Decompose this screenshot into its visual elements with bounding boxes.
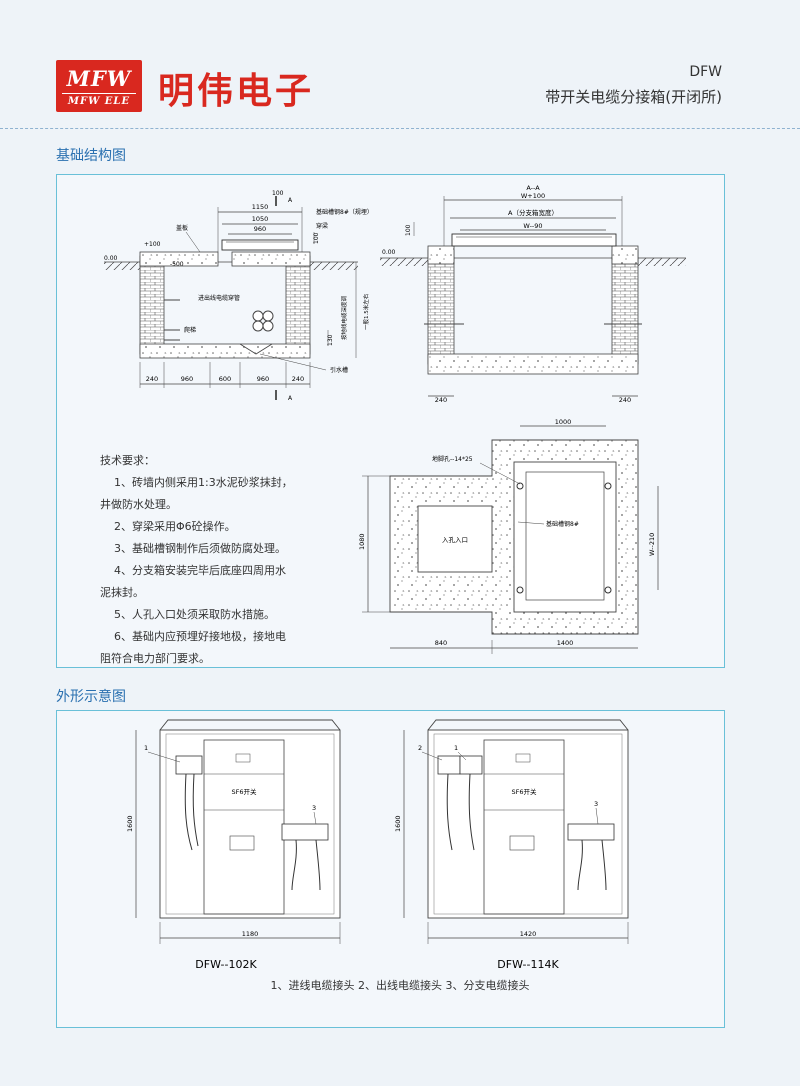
cabinet-legend: 1、进线电缆接头 2、出线电缆接头 3、分支电缆接头 — [270, 979, 530, 992]
page-header: MFW MFW ELE 明伟电子 DFW 带开关电缆分接箱(开闭所) — [0, 0, 800, 130]
label-section-a-top: A — [288, 197, 293, 204]
plan-view: 入孔入口 地脚孔--14*25 基础槽钢8# 1000 1080 W--210 … — [358, 418, 659, 654]
label-a-note: A（分支箱宽度） — [508, 208, 558, 217]
label-d130: 130 — [327, 334, 334, 346]
cabinet1-model: DFW--102K — [195, 958, 257, 971]
cabinet1-switch-label: SF6开关 — [231, 787, 257, 796]
req-line: 2、穿梁采用Φ6砼操作。 — [114, 520, 236, 533]
label-level0: 0.00 — [104, 255, 118, 262]
label-depth-note2: 一般1.5米左右 — [362, 293, 370, 330]
req-line: 阻符合电力部门要求。 — [100, 652, 210, 665]
req-line: 泥抹封。 — [100, 586, 144, 599]
cabinet1-callout-3: 3 — [312, 804, 316, 812]
model-code: DFW — [689, 64, 722, 80]
label-depth-note: 按地线电缆深度调 — [340, 295, 348, 340]
cabinet-dfw-114k: SF6开关 2 1 3 1600 1420 DFW--114K — [394, 719, 629, 971]
label-step: 爬梯 — [184, 326, 196, 334]
req-line: 1、砖墙内侧采用1:3水泥砂浆抹封， — [114, 476, 293, 489]
dim-bottom-4: 960 — [257, 375, 269, 383]
foundation-drawings: 1150 1050 960 100 A A 盖板 基础槽钢8#（规埋） 穿梁 0… — [104, 184, 686, 654]
section-title-outline: 外形示意图 — [56, 689, 126, 705]
cabinet2-height: 1600 — [394, 815, 402, 832]
label-d100-right: 100 — [313, 232, 320, 244]
req-line: 3、基础槽钢制作后须做防腐处理。 — [114, 542, 286, 555]
dim-top-1: 1150 — [252, 203, 269, 211]
label-hole-note: 地脚孔--14*25 — [432, 455, 473, 463]
product-name: 带开关电缆分接箱(开闭所) — [545, 88, 722, 106]
company-logo: MFW MFW ELE — [56, 60, 142, 112]
label-aa-title: A--A — [526, 184, 540, 192]
label-pipe-note: 进出线电缆穿管 — [198, 294, 240, 302]
section-view-a-a: A--A W+100 A（分支箱宽度） W--90 100 0.00 240 2… — [380, 184, 686, 404]
cabinet1-callout-1: 1 — [144, 744, 148, 752]
dim-bottom-5: 240 — [292, 375, 304, 383]
header-divider — [0, 128, 800, 129]
dim-aa-right: 240 — [619, 396, 631, 404]
section-view-left: 1150 1050 960 100 A A 盖板 基础槽钢8#（规埋） 穿梁 0… — [104, 190, 373, 402]
dim-top-3: 960 — [254, 225, 266, 233]
req-line: 6、基础内应预埋好接地极，接地电 — [114, 630, 286, 643]
label-plan-channel: 基础槽钢8# — [546, 520, 579, 528]
dim-plan-bottom-right: 1400 — [557, 639, 574, 647]
logo-sub-text: MFW ELE — [62, 93, 136, 107]
label-plus100: +100 — [144, 241, 161, 248]
dim-top-2: 1050 — [252, 215, 269, 223]
cabinet-drawings: SF6开关 1 3 1600 1180 DFW--102K SF6开关 — [126, 719, 629, 971]
label-wear: 穿梁 — [316, 222, 328, 230]
cabinet2-callout-1: 1 — [454, 744, 458, 752]
label-drain: 引水槽 — [330, 366, 348, 374]
cabinet1-width: 1180 — [242, 930, 259, 938]
cabinet2-model: DFW--114K — [497, 958, 559, 971]
dim-plan-top: 1000 — [555, 418, 572, 426]
dim-bottom-1: 240 — [146, 375, 158, 383]
dim-plan-left: 1080 — [358, 533, 366, 550]
cabinet1-height: 1600 — [126, 815, 134, 832]
req-line: 4、分支箱安装完毕后底座四周用水 — [114, 564, 286, 577]
company-name: 明伟电子 — [158, 71, 315, 112]
logo-main-text: MFW — [66, 66, 132, 91]
technical-requirements: 技术要求： 1、砖墙内侧采用1:3水泥砂浆抹封， 井做防水处理。 2、穿梁采用Φ… — [100, 450, 330, 670]
label-cover: 盖板 — [176, 224, 188, 232]
label-section-a-bottom: A — [288, 395, 293, 402]
label-plan-w210: W--210 — [648, 533, 656, 556]
label-aa-level0: 0.00 — [382, 249, 396, 256]
dim-bottom-3: 600 — [219, 375, 231, 383]
cabinet-dfw-102k: SF6开关 1 3 1600 1180 DFW--102K — [126, 719, 341, 971]
label-minus500: -500 — [170, 261, 184, 268]
req-line: 5、人孔入口处须采取防水措施。 — [114, 608, 275, 621]
cabinet2-callout-2: 2 — [418, 744, 422, 752]
dim-bottom-2: 960 — [181, 375, 193, 383]
label-channel-steel: 基础槽钢8#（规埋） — [316, 208, 373, 216]
req-line: 井做防水处理。 — [100, 498, 177, 511]
dim-plan-bottom-left: 840 — [435, 639, 447, 647]
label-manhole: 入孔入口 — [442, 536, 468, 544]
req-title: 技术要求： — [100, 454, 155, 467]
label-w90: W--90 — [523, 222, 542, 230]
cabinet2-callout-3: 3 — [594, 800, 598, 808]
section-title-foundation: 基础结构图 — [56, 148, 126, 164]
label-w100: W+100 — [521, 192, 545, 200]
dim-aa-left: 240 — [435, 396, 447, 404]
cabinet2-switch-label: SF6开关 — [511, 787, 537, 796]
label-aa-d100: 100 — [405, 224, 412, 236]
label-d100-top: 100 — [272, 190, 284, 197]
cabinet2-width: 1420 — [520, 930, 537, 938]
